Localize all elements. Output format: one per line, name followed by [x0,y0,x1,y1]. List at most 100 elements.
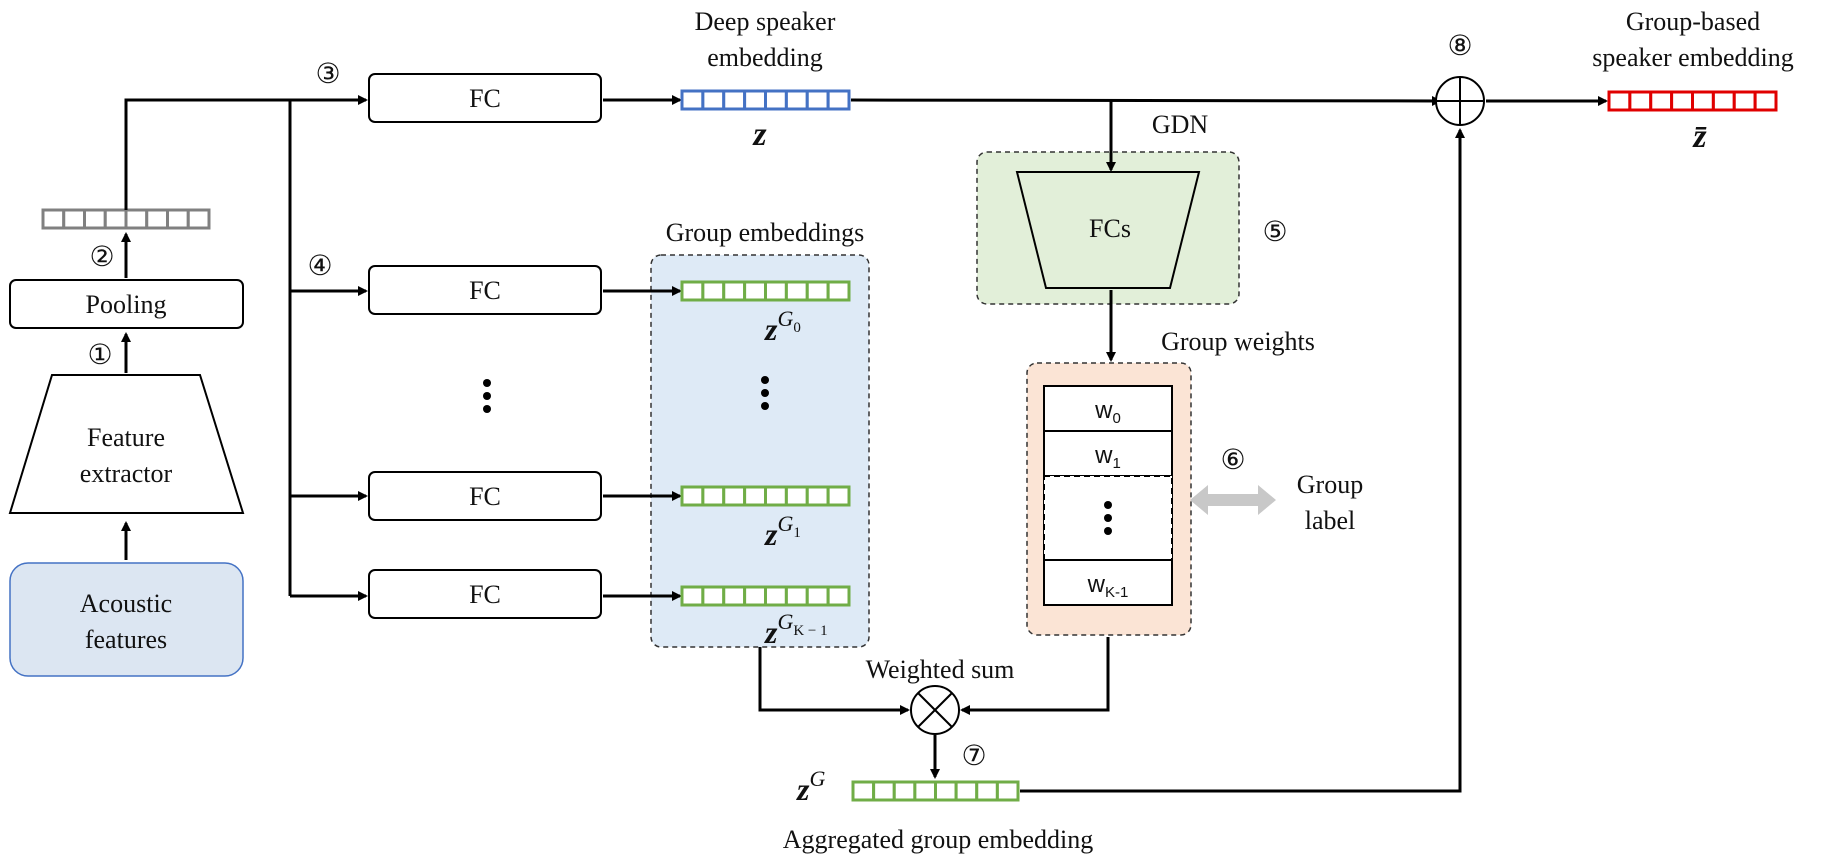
step-8: ⑧ [1447,31,1472,62]
feature-extractor-trapezoid [8,374,245,514]
embedding-cell [722,89,747,111]
embedding-cell [1753,90,1778,112]
weight-w1-label: w1 [1094,442,1121,472]
embedding-cell [166,208,190,230]
embedding-cell [680,485,705,507]
embedding-cell [913,780,937,802]
feature-extractor-label-1: Feature [87,423,165,452]
group-embedding-vector-gk [680,585,851,607]
embedding-cell [743,485,767,507]
fc-label-g1: FC [469,482,501,511]
weight-w0-label: w0 [1094,397,1121,427]
embedding-cell [1732,90,1757,112]
fcs-trapezoid [1015,171,1201,289]
embedding-cell [41,208,66,230]
embedding-cell [62,208,86,230]
embedding-cell [764,485,788,507]
line-z-to-sum [850,95,1442,106]
embedding-cell [701,280,726,302]
fc-box-deep [368,73,602,123]
multiply-stroke-2 [917,692,953,728]
group-embedding-ellipsis [761,376,769,410]
fc-label-deep: FC [469,84,501,113]
embedding-cell [1711,90,1736,112]
group-based-speaker-embedding-vector [1607,90,1778,112]
step-7: ⑦ [961,741,986,772]
z-g-label: zG [796,766,825,807]
embedding-cell [743,280,767,302]
z-label: z [752,116,767,153]
embedding-cell [826,585,851,607]
arrow-weights-to-sum [960,637,1110,715]
embedding-cell [805,89,830,111]
weighted-sum-label: Weighted sum [866,655,1015,684]
z-bar-label: z̄ [1692,118,1707,155]
embedding-cell [1607,90,1632,112]
embedding-cell [826,485,851,507]
arrow-zg-to-sum8 [1020,128,1465,793]
embedding-cell [805,485,830,507]
z-g0-label: zG0 [764,306,801,347]
acoustic-features-label-1: Acoustic [80,589,172,618]
embedding-cell [1691,90,1715,112]
embedding-cell [892,780,917,802]
pooling-box [9,279,244,329]
embedding-cell [784,485,809,507]
gdn-label: GDN [1152,110,1209,139]
embedding-cell [83,208,107,230]
acoustic-features-label-2: features [85,625,167,654]
fc-label-gk: FC [469,580,501,609]
embedding-cell [680,280,705,302]
embedding-cell [701,485,726,507]
step-4: ④ [307,251,332,282]
pooled-vector [41,208,211,230]
fc-ellipsis [483,379,491,413]
embedding-cell [872,780,896,802]
embedding-cell [1649,90,1674,112]
embedding-cell [954,780,979,802]
group-label-1: Group [1297,470,1363,499]
embedding-cell [764,280,788,302]
feature-extractor-label-2: extractor [80,459,173,488]
embedding-cell [1628,90,1653,112]
group-embedding-vector-g1 [680,485,851,507]
weight-wk-label: wK-1 [1087,571,1129,601]
deep-speaker-embedding-vector [680,89,851,111]
aggregated-label: Aggregated group embedding [783,825,1093,854]
z-gk-label: zGK − 1 [764,609,828,650]
group-embeddings-region [650,254,870,648]
embedding-cell [784,89,809,111]
step-3: ③ [315,59,340,90]
z-g1-label: zG1 [764,511,801,552]
embedding-cell [680,585,705,607]
embedding-cell [722,280,747,302]
fc-label-g0: FC [469,276,501,305]
embedding-cell [701,585,726,607]
weight-w1-cell [1043,430,1173,477]
embedding-cell [186,208,211,230]
acoustic-features-box [9,562,244,677]
step-1: ① [87,340,112,371]
group-label-2: label [1305,506,1356,535]
weight-wk-cell [1043,559,1173,606]
fc-box-gk [368,569,602,619]
embedding-cell [784,280,809,302]
embedding-cell [680,89,705,111]
embedding-cell [743,89,767,111]
step-6: ⑥ [1220,445,1245,476]
embedding-cell [851,780,876,802]
deep-speaker-label-2: embedding [707,43,823,72]
embedding-cell [934,780,958,802]
weight-ellipsis [1104,501,1112,535]
fcs-label: FCs [1089,214,1131,243]
embedding-cell [722,585,747,607]
group-label-double-arrow [1190,485,1276,515]
group-embeddings-title: Group embeddings [666,218,865,247]
embedding-cell [764,89,788,111]
step-5: ⑤ [1262,217,1287,248]
embedding-cell [995,780,1020,802]
embedding-cell [722,485,747,507]
embedding-cell [764,585,788,607]
